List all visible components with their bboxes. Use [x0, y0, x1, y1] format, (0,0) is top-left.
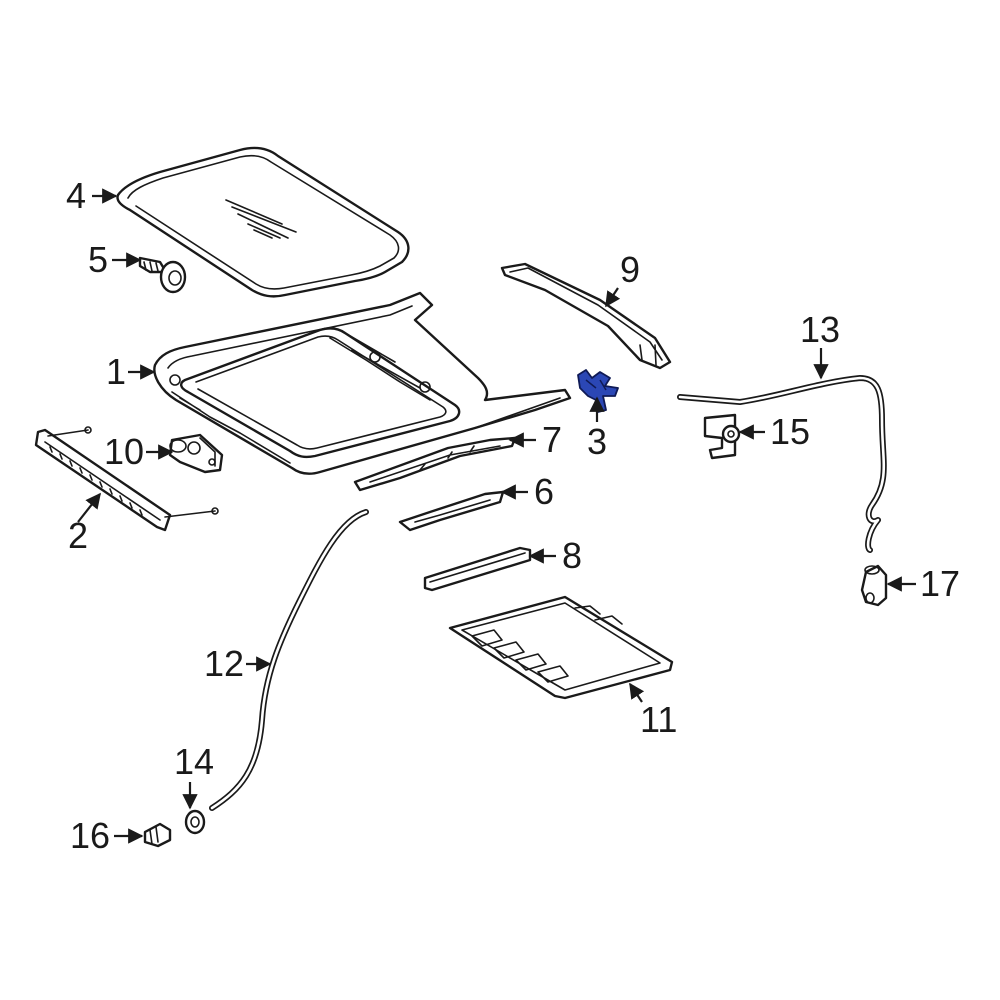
part-6-trim[interactable]: [398, 490, 505, 532]
callout-leaders: [77, 188, 916, 844]
callout-4: 4: [66, 175, 86, 216]
callout-2: 2: [68, 515, 88, 556]
callout-5: 5: [88, 239, 108, 280]
callout-6: 6: [534, 471, 554, 512]
callout-8: 8: [562, 535, 582, 576]
part-8-seal-strip[interactable]: [423, 546, 532, 592]
part-11-sunshade[interactable]: [448, 595, 674, 700]
part-15-clip[interactable]: [703, 413, 741, 460]
callout-1: 1: [106, 351, 126, 392]
callout-16: 16: [70, 815, 110, 856]
callout-9: 9: [620, 249, 640, 290]
callout-17: 17: [920, 563, 960, 604]
callout-10: 10: [104, 431, 144, 472]
callout-7: 7: [542, 419, 562, 460]
callout-3: 3: [587, 421, 607, 462]
part-4-glass-panel[interactable]: [116, 146, 410, 298]
part-12-drain-hose: [209, 509, 369, 811]
callout-15: 15: [770, 411, 810, 452]
part-17-drain-fitting[interactable]: [860, 564, 888, 607]
part-16-valve[interactable]: [143, 822, 172, 848]
callout-12: 12: [204, 643, 244, 684]
part-5-bolt[interactable]: [138, 256, 187, 294]
part-9-wind-deflector[interactable]: [500, 262, 672, 370]
part-1-sunroof-frame[interactable]: [153, 291, 572, 475]
callout-13: 13: [800, 309, 840, 350]
part-14-washer[interactable]: [184, 809, 206, 835]
callout-11: 11: [640, 699, 677, 740]
part-13-drain-hose: [677, 375, 887, 553]
part-2-guide-rail[interactable]: [34, 426, 219, 532]
callout-14: 14: [174, 741, 214, 782]
part-10-motor[interactable]: [168, 433, 224, 474]
callout-labels: 4 5 1 2 10 9 3 7 6 8 11 13 15 12 14 16 1…: [66, 175, 960, 856]
